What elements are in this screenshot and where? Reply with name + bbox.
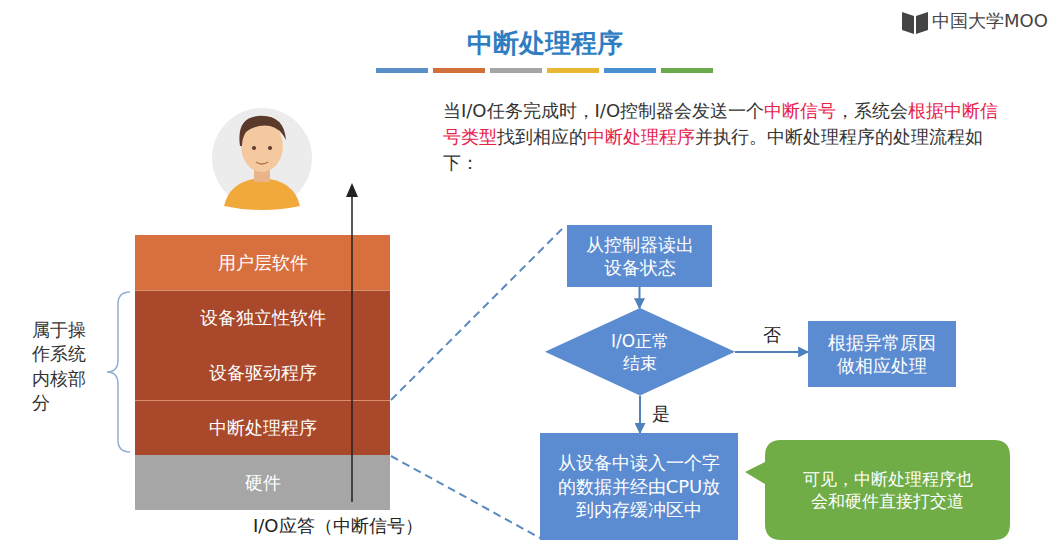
process-box: 根据异常原因做相应处理 <box>808 321 956 387</box>
node-text: 中断处理程序 <box>209 416 317 439</box>
node-text: 用户层软件 <box>218 251 308 274</box>
intro-text: 找到相应的 <box>497 126 587 147</box>
flow-arrow <box>735 351 808 353</box>
node-text: 从控制器读出设备状态 <box>580 233 700 280</box>
callout-outline <box>745 440 1010 540</box>
intro-highlight: 根据中断信号类型 <box>443 100 998 147</box>
node-text: I/O正常结束 <box>604 330 676 374</box>
decision-diamond: I/O正常结束 <box>545 308 735 396</box>
process-box: 从控制器读出设备状态 <box>567 225 712 287</box>
flow-arrow <box>639 287 641 308</box>
diamond-outline <box>545 308 735 396</box>
process-box: 从设备中读入一个字的数据并经由CPU放到内存缓冲区中 <box>540 433 738 540</box>
intro-text: 并执行。中断处理程序的处理流程如下： <box>443 126 983 173</box>
intro-highlight: 中断处理程序 <box>587 126 695 147</box>
avatar <box>212 108 312 210</box>
callout-path <box>745 440 1010 540</box>
node-text: 硬件 <box>245 471 281 494</box>
bracket-label: 属于操作系统内核部分 <box>32 318 90 415</box>
callout-bubble: 可见，中断处理程序也会和硬件直接打交道 <box>745 440 1010 540</box>
intro-text: 当I/O任务完成时，I/O控制器会发送一个 <box>443 100 764 121</box>
signal-label: I/O应答（中断信号） <box>253 514 423 538</box>
node-text: 设备独立性软件 <box>200 306 326 329</box>
logo-icon <box>902 12 928 34</box>
intro-highlight: 中断信号 <box>764 100 836 121</box>
node-text: 根据异常原因做相应处理 <box>823 331 941 378</box>
title-underline <box>376 68 713 73</box>
intro-paragraph: 当I/O任务完成时，I/O控制器会发送一个中断信号，系统会根据中断信号类型找到相… <box>443 98 1013 176</box>
response-arrow <box>346 183 358 502</box>
zoom-leader <box>391 226 565 538</box>
flow-arrow <box>639 396 641 433</box>
node-text: 从设备中读入一个字的数据并经由CPU放到内存缓冲区中 <box>554 451 724 521</box>
watermark: 中国大学MOO <box>932 9 1048 33</box>
node-text: 可见，中断处理程序也会和硬件直接打交道 <box>798 468 978 512</box>
title: 中断处理程序 <box>467 26 623 61</box>
bracket <box>107 292 130 452</box>
edge-label: 否 <box>761 323 783 347</box>
edge-label: 是 <box>650 402 672 426</box>
intro-text: ，系统会 <box>836 100 908 121</box>
node-text: 设备驱动程序 <box>209 361 317 384</box>
diamond-path <box>545 308 735 396</box>
